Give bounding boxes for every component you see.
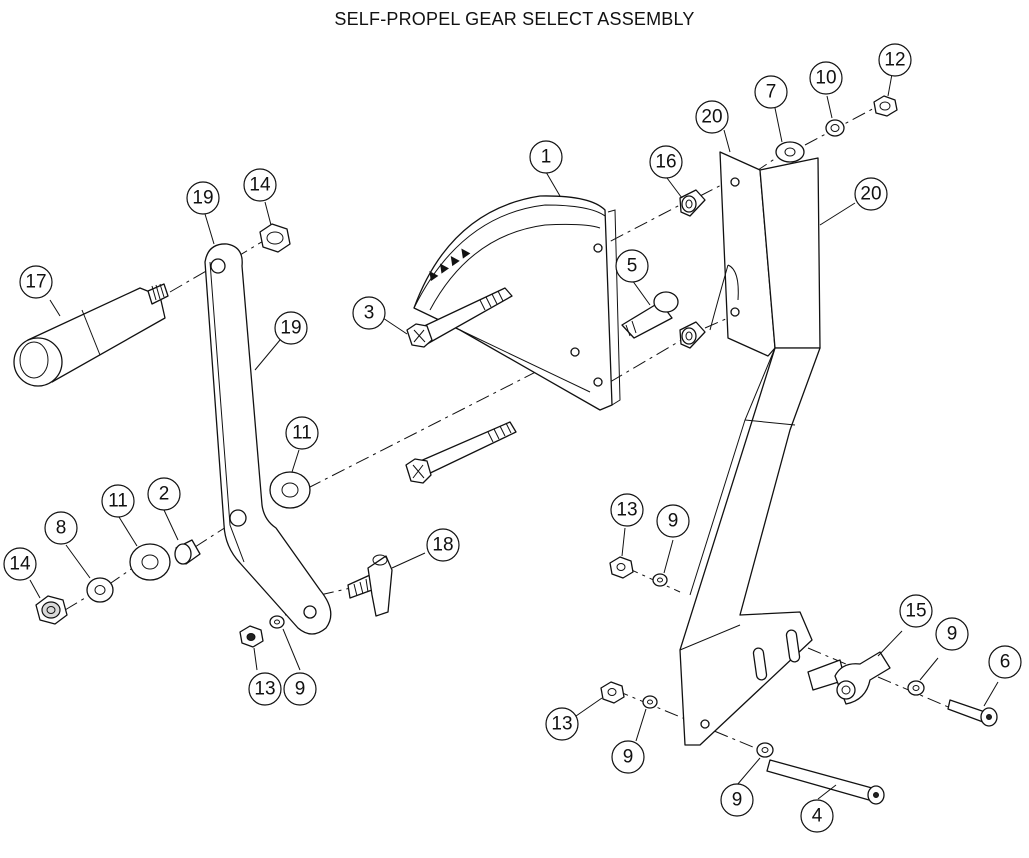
callout-11-right: 11 bbox=[285, 416, 319, 450]
svg-text:20: 20 bbox=[701, 107, 722, 128]
callout-1: 1 bbox=[529, 140, 563, 174]
svg-text:9: 9 bbox=[947, 624, 958, 645]
svg-text:17: 17 bbox=[25, 272, 46, 293]
callout-10: 10 bbox=[809, 61, 843, 95]
svg-text:1: 1 bbox=[541, 147, 552, 168]
callout-9-mid: 9 bbox=[656, 504, 690, 538]
svg-text:8: 8 bbox=[56, 518, 67, 539]
bushing-part-2 bbox=[174, 539, 201, 565]
lever-part-19 bbox=[204, 243, 332, 635]
svg-text:13: 13 bbox=[616, 500, 637, 521]
callout-7: 7 bbox=[754, 75, 788, 109]
callout-15: 15 bbox=[899, 594, 933, 628]
callout-9-clamp: 9 bbox=[935, 617, 969, 651]
spacer-part-16-upper bbox=[679, 189, 706, 217]
leader-lines bbox=[29, 73, 999, 800]
svg-text:9: 9 bbox=[668, 511, 679, 532]
svg-text:5: 5 bbox=[627, 256, 638, 277]
bracket-part-1: ▲ ▲ ▲ ▲ bbox=[413, 195, 621, 411]
washer-part-11-left bbox=[129, 543, 171, 581]
svg-text:11: 11 bbox=[108, 491, 128, 512]
svg-text:13: 13 bbox=[551, 714, 572, 735]
bolt-part-6 bbox=[947, 699, 998, 727]
knob-part-17 bbox=[13, 283, 169, 387]
callout-11-left: 11 bbox=[101, 484, 135, 518]
nut-part-13-lower bbox=[600, 681, 625, 704]
nut-part-14-left bbox=[35, 595, 68, 625]
washer-part-9-mid bbox=[652, 573, 668, 587]
shoulder-bolt-part-5 bbox=[621, 291, 679, 339]
washer-part-11-right bbox=[269, 471, 311, 509]
callout-4: 4 bbox=[800, 799, 834, 833]
svg-text:19: 19 bbox=[192, 188, 213, 209]
svg-text:15: 15 bbox=[905, 601, 926, 622]
callout-6: 6 bbox=[988, 645, 1022, 679]
washer-part-9-clamp bbox=[907, 680, 925, 696]
callout-5: 5 bbox=[615, 249, 649, 283]
svg-text:6: 6 bbox=[1000, 652, 1011, 673]
callout-17: 17 bbox=[19, 265, 53, 299]
clamp-part-15 bbox=[807, 651, 891, 705]
svg-text:9: 9 bbox=[623, 747, 634, 768]
bracket-part-20 bbox=[679, 151, 821, 746]
callout-20-right: 20 bbox=[854, 177, 888, 211]
washer-part-7 bbox=[775, 141, 805, 163]
callout-13-mid: 13 bbox=[610, 493, 644, 527]
washer-part-8 bbox=[86, 577, 114, 603]
diagram-title: SELF-PROPEL GEAR SELECT ASSEMBLY bbox=[334, 9, 695, 29]
svg-text:4: 4 bbox=[812, 806, 823, 827]
callout-19-top: 19 bbox=[186, 181, 220, 215]
nut-part-13-mid bbox=[609, 556, 634, 579]
callout-9-lower: 9 bbox=[611, 740, 645, 774]
callout-18: 18 bbox=[426, 528, 460, 562]
callout-20-top: 20 bbox=[695, 100, 729, 134]
callout-13-lower: 13 bbox=[545, 707, 579, 741]
long-bolt-lower bbox=[405, 421, 517, 484]
spacer-part-16-lower bbox=[679, 321, 706, 349]
callout-8: 8 bbox=[44, 511, 78, 545]
washer-part-10 bbox=[825, 119, 845, 137]
bolt-part-4 bbox=[766, 759, 885, 805]
callout-16: 16 bbox=[649, 145, 683, 179]
svg-text:3: 3 bbox=[364, 303, 375, 324]
nut-part-13-lever bbox=[239, 625, 264, 648]
svg-text:9: 9 bbox=[732, 790, 743, 811]
callout-12: 12 bbox=[878, 43, 912, 77]
nut-part-12 bbox=[873, 95, 898, 117]
callout-3: 3 bbox=[352, 296, 386, 330]
svg-text:14: 14 bbox=[9, 554, 31, 575]
callout-14-left: 14 bbox=[3, 547, 37, 581]
washer-part-9-lever bbox=[269, 615, 285, 629]
svg-text:20: 20 bbox=[860, 184, 881, 205]
svg-text:9: 9 bbox=[295, 679, 306, 700]
callout-13-lever: 13 bbox=[248, 672, 282, 706]
svg-text:14: 14 bbox=[249, 175, 271, 196]
svg-text:16: 16 bbox=[655, 152, 676, 173]
svg-text:18: 18 bbox=[432, 535, 453, 556]
svg-text:19: 19 bbox=[280, 318, 301, 339]
nut-part-14-top bbox=[259, 223, 291, 253]
svg-text:2: 2 bbox=[159, 484, 170, 505]
callout-9-lever: 9 bbox=[283, 672, 317, 706]
svg-text:11: 11 bbox=[292, 423, 312, 444]
svg-text:13: 13 bbox=[254, 679, 275, 700]
svg-text:7: 7 bbox=[766, 82, 777, 103]
washer-part-9-bottom bbox=[756, 742, 774, 758]
callout-2: 2 bbox=[147, 477, 181, 511]
svg-text:10: 10 bbox=[815, 68, 836, 89]
callout-9-bottom: 9 bbox=[720, 783, 754, 817]
clevis-part-18 bbox=[347, 554, 393, 617]
svg-text:12: 12 bbox=[884, 50, 905, 71]
callout-14-top: 14 bbox=[243, 168, 277, 202]
washer-part-9-lower bbox=[642, 695, 658, 709]
callout-19-mid: 19 bbox=[274, 311, 308, 345]
bolt-part-3 bbox=[406, 287, 513, 348]
